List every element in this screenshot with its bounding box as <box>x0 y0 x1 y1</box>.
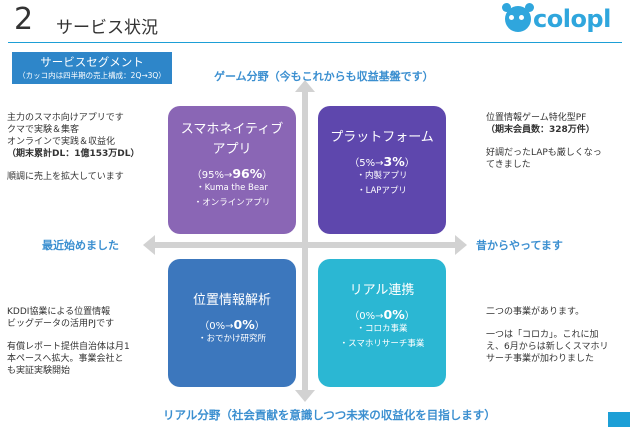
quadrant-ratio: （0%→0%） <box>349 307 415 322</box>
arrow-down-icon <box>295 390 315 402</box>
quadrant-location-analysis: 位置情報解析 （0%→0%） ・おでかけ研究所 <box>168 259 296 387</box>
slide-title: サービス状況 <box>56 18 158 38</box>
quadrant-title: プラットフォーム <box>330 130 434 145</box>
description-bottom-right: 二つの事業があります。 一つは「コロカ」。これに加 え、6月からは新しくスマホリ… <box>486 307 609 364</box>
quadrant-ratio: （0%→0%） <box>199 317 265 332</box>
quadrant-title: 位置情報解析 <box>192 293 271 308</box>
axis-label-bottom: リアル分野（社会貢献を意識しつつ未来の収益化を目指します） <box>163 408 496 422</box>
quadrant-title: リアル連携 <box>349 283 415 298</box>
quadrant-ratio: （95%→96%） <box>191 166 273 181</box>
quadrant-item: ・おでかけ研究所 <box>197 334 266 344</box>
horizontal-axis <box>152 242 458 248</box>
quadrant-real-world-integration: リアル連携 （0%→0%） ・コロカ事業 ・スマホリサーチ事業 <box>318 259 446 387</box>
quadrant-title-line2: アプリ <box>212 142 252 157</box>
quadrant-item: ・Kuma the Bear <box>196 183 268 193</box>
slide-header: 2 サービス状況 colopl <box>0 0 630 44</box>
colopl-logo: colopl <box>502 3 611 34</box>
vertical-axis <box>302 88 308 393</box>
logo-text: colopl <box>533 5 611 33</box>
axis-label-top: ゲーム分野（今もこれからも収益基盤です） <box>214 70 434 83</box>
arrow-up-icon <box>295 80 315 92</box>
bear-face-icon <box>502 3 534 32</box>
quadrant-item: ・オンラインアプリ <box>193 198 271 208</box>
segment-label-box: サービスセグメント （カッコ内は四半期の売上構成：2Q→3Q） <box>12 52 172 84</box>
quadrant-item: ・コロカ事業 <box>356 324 408 334</box>
arrow-left-icon <box>143 235 155 255</box>
description-top-right: 位置情報ゲーム特化型PF （期末会員数：328万件） 好調だったLAPも厳しくな… <box>486 113 602 170</box>
quadrant-ratio: （5%→3%） <box>349 154 415 169</box>
quadrant-item: ・スマホリサーチ事業 <box>339 339 425 349</box>
arrow-right-icon <box>455 235 467 255</box>
corner-accent <box>608 412 630 427</box>
quadrant-smartphone-native-apps: スマホネイティブ アプリ （95%→96%） ・Kuma the Bear ・オ… <box>168 106 296 234</box>
axis-label-right: 昔からやってます <box>476 239 563 252</box>
description-top-left: 主力のスマホ向けアプリです クマで実験＆集客 オンラインで実践＆収益化 （期末累… <box>7 113 140 182</box>
description-bottom-left: KDDI協業による位置情報 ビッグデータの活用PJです 有償レポート提供自治体は… <box>7 307 130 376</box>
segment-subtitle: （カッコ内は四半期の売上構成：2Q→3Q） <box>18 71 166 80</box>
quadrant-title: スマホネイティブ <box>180 122 284 137</box>
quadrant-item: ・内製アプリ <box>356 171 408 181</box>
quadrant-platform: プラットフォーム （5%→3%） ・内製アプリ ・LAPアプリ <box>318 106 446 234</box>
header-divider <box>8 42 622 43</box>
quadrant-item: ・LAPアプリ <box>357 186 407 196</box>
segment-title: サービスセグメント <box>40 55 144 69</box>
slide-number: 2 <box>14 2 34 37</box>
axis-label-left: 最近始めました <box>42 239 119 252</box>
